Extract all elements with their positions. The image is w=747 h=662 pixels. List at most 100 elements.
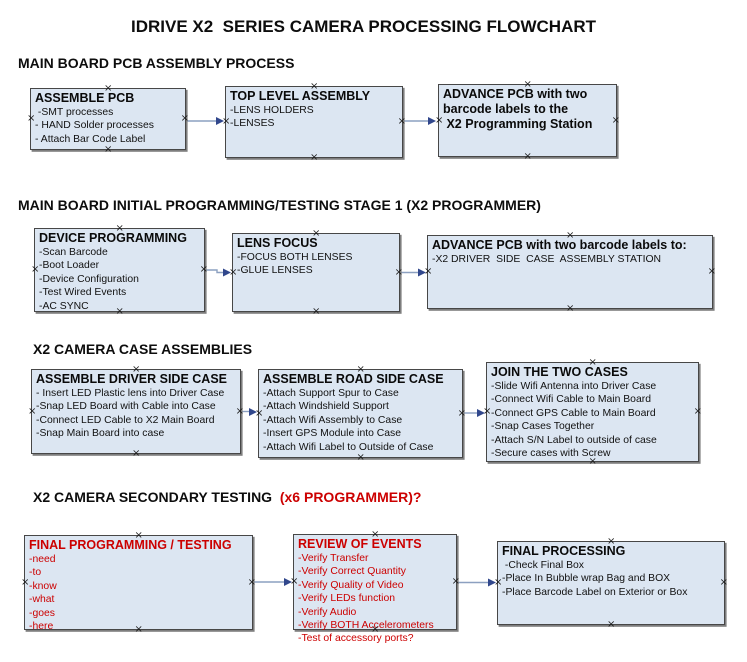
box-title: ASSEMBLE PCB [35, 91, 135, 105]
box-item: -Test Wired Events [39, 287, 127, 299]
box-item: -Connect Wifi Cable to Main Board [491, 394, 651, 406]
connection-handle-icon: × [255, 407, 264, 419]
box-item: -Boot Loader [39, 260, 100, 272]
box-item: -Verify LEDs function [298, 593, 396, 605]
connection-handle-icon: × [588, 357, 597, 368]
box-item: -Check Final Box [502, 560, 584, 571]
process-box-final-programming-testing: FINAL PROGRAMMING / TESTING -need -to -k… [21, 531, 256, 635]
section-heading-secondary-testing: X2 CAMERA SECONDARY TESTING (x6 PROGRAMM… [33, 489, 421, 505]
process-box-assemble-pcb: ASSEMBLE PCB -SMT processes - HAND Solde… [27, 83, 189, 155]
connection-handle-icon: × [483, 406, 492, 417]
box-item: -what [29, 594, 55, 606]
process-box-lens-focus: LENS FOCUS -FOCUS BOTH LENSES -GLUE LENS… [229, 228, 403, 317]
connection-handle-icon: × [457, 407, 466, 419]
box-item: -Verify Transfer [298, 553, 369, 564]
process-box-final-processing: FINAL PROCESSING -Check Final Box -Place… [494, 536, 728, 630]
connection-handle-icon: × [180, 113, 189, 124]
box-item: -Connect LED Cable to X2 Main Board [36, 414, 215, 426]
connection-handle-icon: × [566, 303, 575, 314]
box-item: -Attach Wifi Label to Outside of Case [263, 441, 434, 453]
connection-handle-icon: × [588, 456, 597, 467]
box-item: -Snap Main Board into case [36, 428, 165, 440]
box-item: -Place In Bubble wrap Bag and BOX [502, 573, 671, 585]
connection-handle-icon: × [435, 114, 444, 126]
flow-arrow-icon [463, 409, 485, 417]
connection-handle-icon: × [356, 364, 365, 375]
connection-handle-icon: × [132, 448, 141, 459]
heading-red-part: (x6 PROGRAMMER)? [279, 489, 422, 505]
box-item: -here [29, 621, 54, 633]
box-title: DEVICE PROGRAMMING [39, 231, 187, 245]
box-item: -SMT processes [35, 107, 114, 118]
flowchart-title: IDRIVE X2 SERIES CAMERA PROCESSING FLOWC… [130, 17, 597, 36]
box-title: FINAL PROGRAMMING / TESTING [29, 538, 232, 552]
box-item: -X2 DRIVER SIDE CASE ASSEMBLY STATION [432, 254, 662, 265]
box-item: -Secure cases with Screw [491, 448, 611, 460]
box-item: -Verify Audio [298, 606, 357, 618]
box-item: -goes [29, 607, 55, 619]
connection-handle-icon: × [607, 536, 616, 547]
connection-handle-icon: × [371, 529, 380, 540]
process-box-join-the-two-cases: JOIN THE TWO CASES -Slide Wifi Antenna i… [483, 357, 702, 467]
connection-handle-icon: × [199, 264, 208, 275]
process-box-advance-to-programming-station: ADVANCE PCB with two barcode labels to t… [435, 80, 620, 162]
box-item: -Snap Cases Together [491, 421, 595, 433]
connection-handle-icon: × [707, 266, 716, 277]
box-title: ASSEMBLE ROAD SIDE CASE [263, 372, 444, 386]
box-item: -Connect GPS Cable to Main Board [491, 407, 656, 419]
box-item: -Test of accessory ports? [298, 633, 414, 645]
process-box-top-level-assembly: TOP LEVEL ASSEMBLY -LENS HOLDERS -LENSES… [222, 81, 406, 163]
connection-handle-icon: × [394, 266, 403, 278]
process-box-device-programming: DEVICE PROGRAMMING -Scan Barcode -Boot L… [31, 224, 208, 317]
section-heading-pcb-assembly: MAIN BOARD PCB ASSEMBLY PROCESS [18, 55, 295, 71]
box-title: JOIN THE TWO CASES [491, 365, 628, 379]
connection-handle-icon: × [312, 306, 321, 317]
connection-handle-icon: × [21, 576, 30, 588]
connection-handle-icon: × [424, 266, 433, 277]
flow-arrow-icon [457, 578, 496, 587]
box-title: ADVANCE PCB with two barcode labels to: [432, 238, 687, 252]
box-item: -Attach Windshield Support [263, 401, 389, 413]
box-item: -Scan Barcode [39, 247, 108, 258]
connection-handle-icon: × [397, 116, 406, 127]
box-item: -AC SYNC [39, 300, 89, 312]
connection-handle-icon: × [247, 576, 256, 588]
box-item: -LENS HOLDERS [230, 105, 314, 116]
box-item: - Insert LED Plastic lens into Driver Ca… [36, 388, 225, 399]
connection-handle-icon: × [229, 266, 238, 278]
connection-handle-icon: × [494, 577, 503, 588]
connection-handle-icon: × [222, 116, 231, 127]
box-item: -Snap LED Board with Cable into Case [36, 401, 216, 413]
connection-handle-icon: × [115, 306, 124, 317]
connection-handle-icon: × [451, 576, 460, 587]
flow-arrow-icon [186, 117, 224, 125]
connection-handle-icon: × [104, 83, 113, 94]
connection-handle-icon: × [312, 228, 321, 239]
box-item: -GLUE LENSES [237, 265, 313, 277]
flow-arrow-icon [400, 268, 426, 277]
box-title: TOP LEVEL ASSEMBLY [230, 89, 371, 103]
box-item: -LENSES [230, 118, 275, 130]
box-item: -Place Barcode Label on Exterior or Box [502, 586, 688, 598]
box-item: -Verify Correct Quantity [298, 566, 406, 578]
box-title: ASSEMBLE DRIVER SIDE CASE [36, 372, 228, 386]
box-item: -Attach Wifi Assembly to Case [263, 414, 403, 426]
section-heading-case-assemblies: X2 CAMERA CASE ASSEMBLIES [33, 341, 253, 357]
box-item: -need [29, 554, 56, 565]
connection-handle-icon: × [310, 81, 319, 92]
connection-handle-icon: × [611, 114, 620, 126]
connection-handle-icon: × [104, 144, 113, 155]
connection-handle-icon: × [607, 619, 616, 630]
connection-handle-icon: × [371, 624, 380, 635]
box-item: -FOCUS BOTH LENSES [237, 252, 353, 263]
process-box-assemble-road-side-case: ASSEMBLE ROAD SIDE CASE -Attach Support … [255, 364, 466, 463]
connection-handle-icon: × [566, 230, 575, 241]
box-item: -Slide Wifi Antenna into Driver Case [491, 381, 657, 392]
flow-arrow-icon [253, 578, 292, 586]
connection-handle-icon: × [693, 406, 702, 417]
connection-handle-icon: × [523, 151, 532, 162]
connection-handle-icon: × [132, 364, 141, 375]
process-box-advance-to-case-assembly: ADVANCE PCB with two barcode labels to: … [424, 230, 716, 314]
box-title: ADVANCE PCB with two barcode labels to t… [443, 87, 593, 131]
